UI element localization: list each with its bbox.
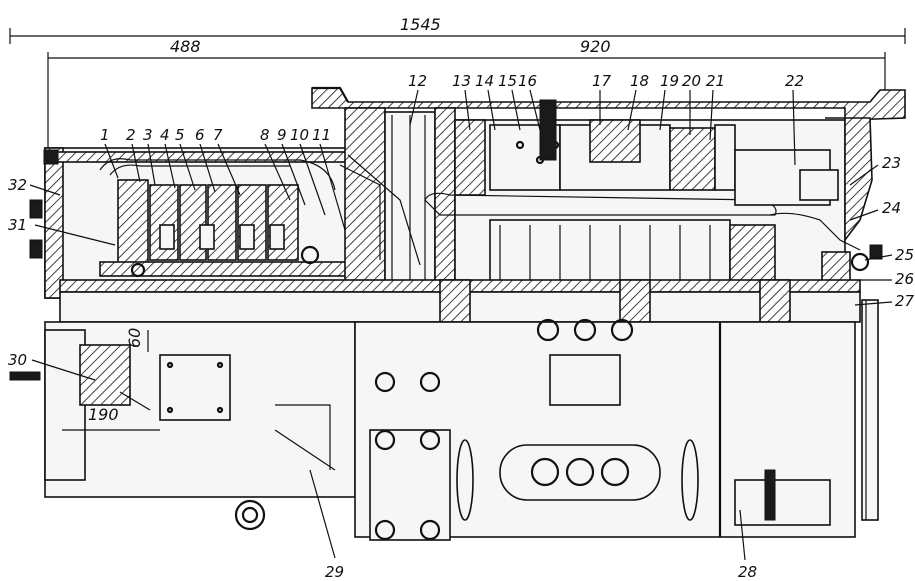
callout-25: 25 [895,246,914,264]
callout-6: 6 [195,126,205,144]
callout-19: 19 [660,72,679,90]
callout-1: 1 [100,126,110,144]
callout-29: 29 [325,563,344,581]
callout-26: 26 [895,270,914,288]
callout-5: 5 [175,126,185,144]
dimension-left-label: 488 [170,37,201,56]
callout-12: 12 [408,72,427,90]
top-cover [311,86,906,121]
right-tube [861,299,879,521]
commutator-assembly [99,179,351,278]
dimension-right: 920 [318,37,886,90]
callout-31: 31 [8,216,27,234]
callout-labels: 1 2 3 4 5 6 7 8 9 10 11 12 13 14 15 16 1… [8,72,915,581]
callout-2: 2 [126,126,136,144]
callout-3: 3 [143,126,153,144]
callout-22: 22 [785,72,804,90]
callout-14: 14 [475,72,494,90]
small-dimensions: 60 190 [88,328,149,424]
dimension-overall: 1545 [9,15,906,44]
callout-24: 24 [882,199,901,217]
frame-band [59,279,861,323]
callout-9: 9 [277,126,287,144]
callout-18: 18 [630,72,649,90]
callout-15: 15 [498,72,517,90]
callout-16: 16 [518,72,537,90]
dimension-right-label: 920 [580,37,611,56]
leader-lines [29,89,893,561]
callout-17: 17 [592,72,612,90]
callout-28: 28 [738,563,757,581]
dimension-left: 488 [47,37,318,150]
callout-13: 13 [452,72,471,90]
dimension-60-label: 60 [125,328,144,348]
right-end-cap [734,117,883,298]
callout-10: 10 [290,126,309,144]
callout-8: 8 [260,126,270,144]
callout-4: 4 [160,126,170,144]
callout-7: 7 [213,126,223,144]
dimension-overall-label: 1545 [400,15,441,34]
callout-20: 20 [682,72,701,90]
callout-30: 30 [8,351,27,369]
lower-housing [44,318,856,541]
callout-11: 11 [312,126,331,144]
left-bolts [29,149,59,259]
callout-21: 21 [706,72,725,90]
left-coupling [9,329,160,481]
callout-23: 23 [882,154,901,172]
callout-27: 27 [895,292,915,310]
callout-32: 32 [8,176,27,194]
dimension-190-label: 190 [88,405,119,424]
fan-section [339,107,456,284]
